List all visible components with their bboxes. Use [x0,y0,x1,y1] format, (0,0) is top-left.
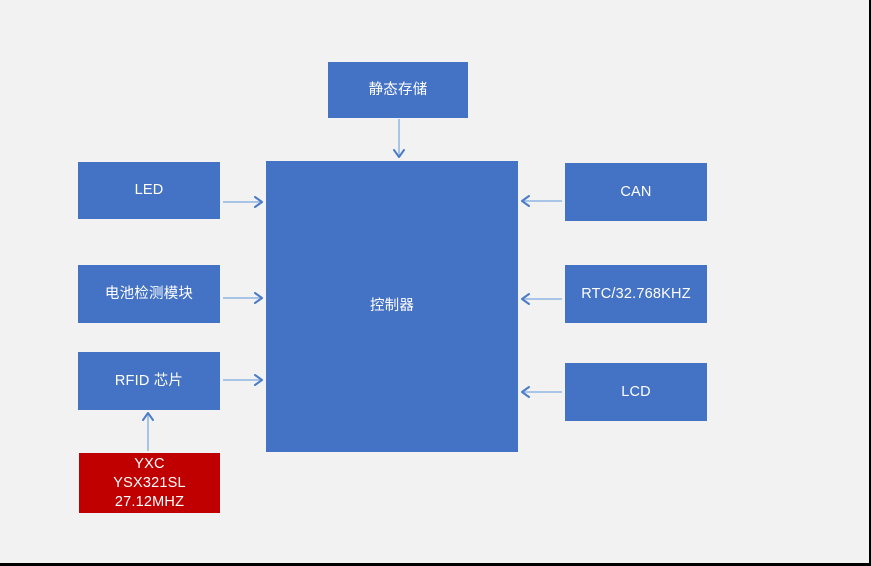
node-label: 电池检测模块 [104,285,194,302]
node-rfid-chip: RFID 芯片 [78,352,220,410]
node-label: LED [134,182,164,198]
node-led: LED [78,162,220,219]
node-label: 静态存储 [368,81,428,98]
node-static-storage: 静态存储 [328,62,468,118]
arrow-lcd-to-controller [521,386,562,398]
arrow-rfid-to-controller [223,374,263,386]
node-label: RTC/32.768KHZ [581,285,691,302]
node-controller: 控制器 [266,161,518,452]
node-can: CAN [565,163,707,221]
node-lcd: LCD [565,363,707,421]
arrow-battery-to-controller [223,292,263,304]
node-label: LCD [621,383,651,400]
arrow-can-to-controller [521,195,562,207]
arrow-rtc-to-controller [521,293,562,305]
arrow-led-to-controller [223,196,263,208]
node-rtc: RTC/32.768KHZ [565,265,707,323]
arrow-static-storage-to-controller [393,119,405,158]
arrow-crystal-to-rfid [142,412,154,451]
node-battery-detect-module: 电池检测模块 [78,265,220,323]
node-label: 控制器 [369,298,415,314]
node-label: RFID 芯片 [114,372,184,389]
node-label: CAN [620,183,652,200]
node-crystal-oscillator: YXC YSX321SL 27.12MHZ [79,453,220,513]
node-label: YXC YSX321SL 27.12MHZ [113,455,186,510]
